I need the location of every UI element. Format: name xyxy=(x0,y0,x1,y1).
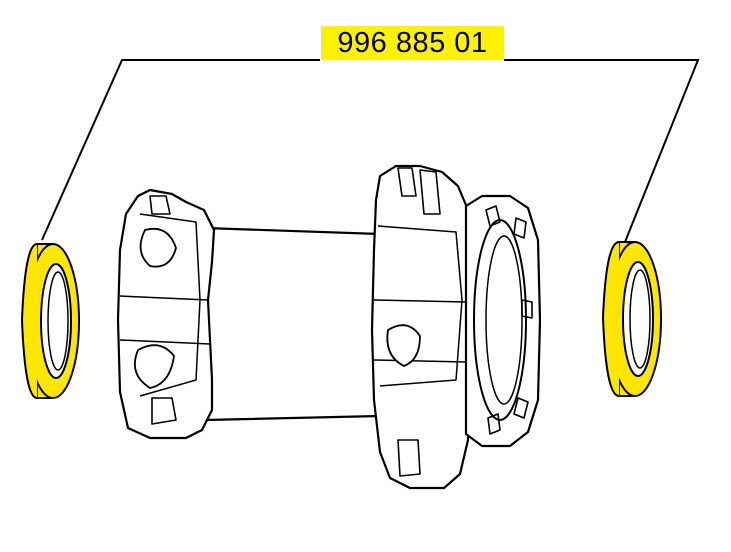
left-bearing-icon xyxy=(20,243,80,399)
leader-line-left xyxy=(41,59,320,241)
leader-lines xyxy=(41,59,700,243)
leader-line-right xyxy=(504,59,700,243)
hub-body-icon xyxy=(116,164,542,490)
part-number-label: 996 885 01 xyxy=(321,26,504,60)
right-bearing-icon xyxy=(601,241,662,397)
